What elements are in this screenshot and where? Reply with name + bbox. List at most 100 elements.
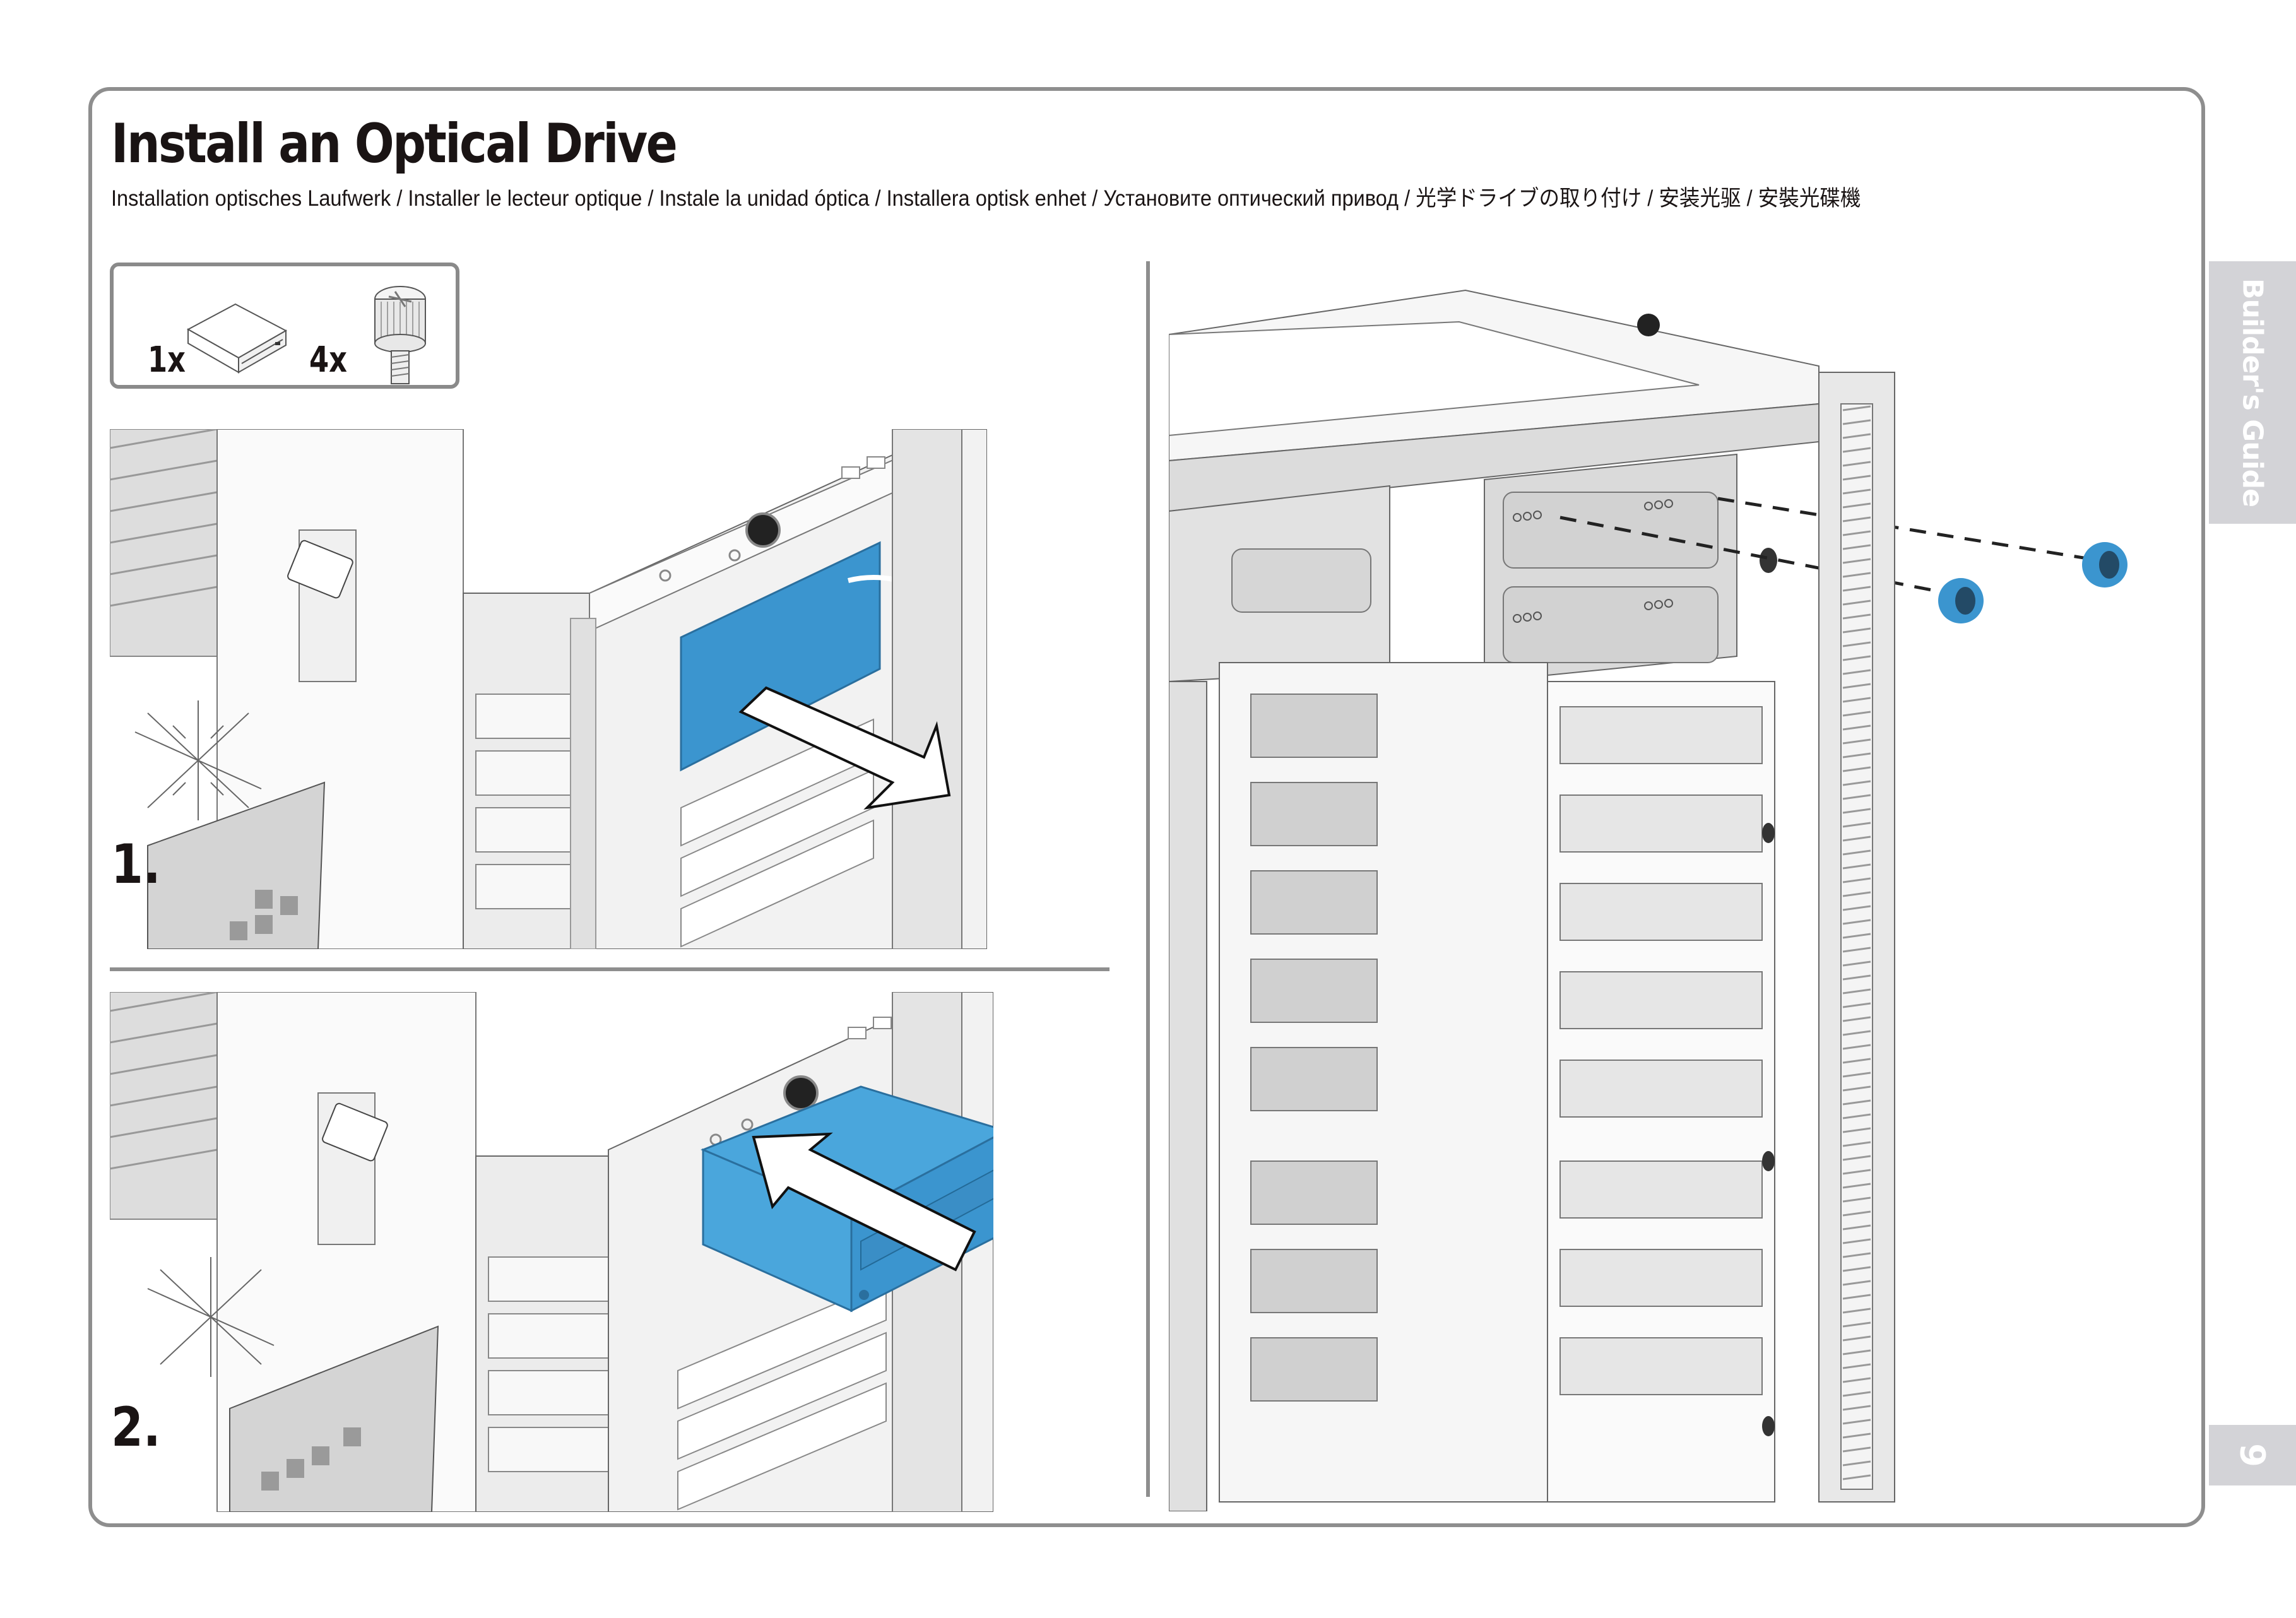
vent-slot xyxy=(1842,960,1871,967)
vent-slot xyxy=(1842,613,1871,620)
thumbscrew-icon xyxy=(374,286,426,384)
vent-slot xyxy=(1842,447,1871,453)
vent-slot xyxy=(1842,405,1871,411)
vent-slot xyxy=(1842,461,1871,467)
detail-illustration xyxy=(1169,278,2128,1511)
vent-slot xyxy=(1842,752,1871,759)
vent-slot xyxy=(1842,544,1871,550)
vent-slot xyxy=(1842,724,1871,731)
case-illustration xyxy=(110,992,993,1512)
part-quantity: 4x xyxy=(309,340,348,381)
vent-slot xyxy=(1842,947,1871,953)
vent-slot xyxy=(1842,1266,1871,1272)
vent-slot xyxy=(1842,683,1871,689)
vent-slot xyxy=(1842,738,1871,745)
installed-thumbscrew-icon xyxy=(1760,548,1777,573)
page-title: Install an Optical Drive xyxy=(111,112,678,175)
vent-slot xyxy=(1842,1432,1871,1439)
case-illustration xyxy=(110,429,987,949)
step-divider xyxy=(110,967,1110,971)
vent-slot xyxy=(1842,1169,1871,1175)
vent-slot xyxy=(1842,1058,1871,1064)
vent-slot xyxy=(1842,1030,1871,1036)
highlighted-thumbscrew-icon xyxy=(1938,578,1984,623)
vent-slot xyxy=(1842,572,1871,578)
vent-slot xyxy=(1842,822,1871,828)
power-button-icon xyxy=(745,512,781,548)
arrow-in-icon xyxy=(752,1132,976,1272)
vent-slot xyxy=(1842,891,1871,897)
vent-slot xyxy=(1842,641,1871,647)
optical-drive-icon xyxy=(186,303,288,374)
vent-slot xyxy=(1842,1099,1871,1106)
vent-slot xyxy=(1842,627,1871,634)
vent-slot xyxy=(1842,1210,1871,1217)
vent-slot xyxy=(1842,919,1871,925)
vent-slot xyxy=(1842,905,1871,911)
vent-slot xyxy=(1842,1238,1871,1244)
vent-slot xyxy=(1842,836,1871,842)
vent-slot xyxy=(1842,558,1871,564)
vent-slot xyxy=(1842,1419,1871,1425)
snowflake-logo xyxy=(147,1257,275,1377)
vent-slot xyxy=(1842,1308,1871,1314)
screw-guide-lines xyxy=(1559,497,2128,598)
step-number: 2. xyxy=(111,1396,161,1459)
vent-slot xyxy=(1842,516,1871,523)
vent-slot xyxy=(1842,1224,1871,1231)
section-tab-label: Builder's Guide xyxy=(2236,278,2269,507)
vent-slot xyxy=(1842,1141,1871,1147)
part-quantity: 1x xyxy=(148,340,186,381)
panel-divider xyxy=(1146,261,1150,1497)
vent-slot xyxy=(1842,1335,1871,1342)
vent-slot xyxy=(1842,1155,1871,1161)
vent-slot xyxy=(1842,766,1871,772)
step-2-illustration: 2. xyxy=(110,992,993,1512)
vent-slot xyxy=(1842,530,1871,536)
vent-slot xyxy=(1842,1321,1871,1328)
page-number: 9 xyxy=(2232,1443,2273,1467)
vent-slot xyxy=(1842,1280,1871,1286)
vent-slot xyxy=(1842,599,1871,606)
vent-slot xyxy=(1842,1252,1871,1258)
vent-slot xyxy=(1842,1349,1871,1355)
bay-cover-highlight xyxy=(680,541,881,772)
vent-slot xyxy=(1842,877,1871,883)
vent-slot xyxy=(1842,1183,1871,1189)
motherboard-size-label xyxy=(322,1102,388,1162)
vent-slot xyxy=(1842,475,1871,481)
snowflake-logo xyxy=(134,700,262,820)
vent-slot xyxy=(1842,1044,1871,1050)
vent-slot xyxy=(1842,1072,1871,1078)
page-frame xyxy=(88,87,2205,1527)
vent-slot xyxy=(1842,488,1871,495)
vent-slot xyxy=(1842,1391,1871,1397)
vent-slot xyxy=(1842,711,1871,717)
vent-slot xyxy=(1842,863,1871,870)
drive-cage-illustration xyxy=(1169,289,2128,1511)
vent-slot xyxy=(1842,1377,1871,1383)
vent-slot xyxy=(1842,1196,1871,1203)
vent-slot xyxy=(1842,1460,1871,1467)
vent-slot xyxy=(1842,1363,1871,1369)
vent-slot xyxy=(1842,988,1871,995)
vent-slot xyxy=(1842,1113,1871,1119)
vent-slot xyxy=(1842,780,1871,786)
vent-slot xyxy=(1842,502,1871,509)
page-subtitle-translations: Installation optisches Laufwerk / Instal… xyxy=(111,186,1861,211)
vent-slot xyxy=(1842,669,1871,675)
vent-slot xyxy=(1842,1127,1871,1133)
vent-slot xyxy=(1842,933,1871,939)
step-1-illustration: 1. xyxy=(110,429,987,949)
vent-slot xyxy=(1842,794,1871,800)
vent-slot xyxy=(1842,433,1871,439)
vent-slot xyxy=(1842,849,1871,856)
highlighted-thumbscrew-icon xyxy=(2082,542,2127,588)
power-button-icon xyxy=(783,1075,819,1111)
vent-slot xyxy=(1842,1085,1871,1092)
vent-slot xyxy=(1842,655,1871,661)
section-tab[interactable]: Builder's Guide xyxy=(2209,261,2296,524)
vent-slot xyxy=(1842,419,1871,425)
page-number-tab: 9 xyxy=(2209,1425,2296,1485)
expansion-slots xyxy=(110,429,218,657)
